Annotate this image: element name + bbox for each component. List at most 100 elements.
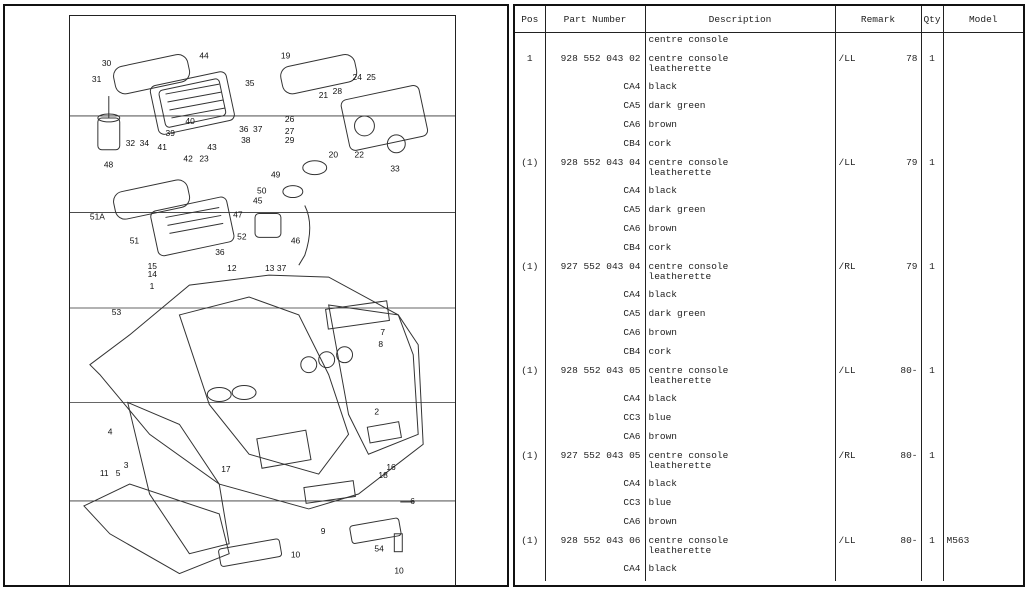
callout: 6 <box>410 496 415 506</box>
cell-part-number: CA5 <box>545 307 646 326</box>
callout: 50 <box>257 186 267 196</box>
cell-qty: 1 <box>921 260 944 288</box>
cell-part-number: CB4 <box>545 137 646 156</box>
callout: 10 <box>394 566 404 576</box>
cell-model <box>943 137 1023 156</box>
cell-qty <box>921 203 944 222</box>
cell-qty <box>921 222 944 241</box>
cell-part-number: CA6 <box>545 118 646 137</box>
callout: 47 <box>233 209 243 219</box>
callout: 3 <box>124 460 129 470</box>
cell-model <box>943 156 1023 184</box>
cell-part-number: CC3 <box>545 496 646 515</box>
cell-pos <box>515 80 546 99</box>
cell-remark <box>835 241 922 260</box>
callout: 11 <box>100 468 109 478</box>
cell-part-number: CA4 <box>545 392 646 411</box>
cell-description: dark green <box>645 99 836 118</box>
cell-pos <box>515 411 546 430</box>
remark-year: 78 <box>906 53 918 64</box>
callout: 36 <box>239 124 249 134</box>
description-line: centre console <box>648 34 729 45</box>
cell-model <box>943 80 1023 99</box>
cell-part-number: CA6 <box>545 326 646 345</box>
cell-remark <box>835 477 922 496</box>
parts-table: Pos Part Number Description Remark Qty M… <box>515 6 1023 581</box>
cell-model <box>943 288 1023 307</box>
cell-part-number: 928 552 043 04 <box>545 156 646 184</box>
callout: 33 <box>390 164 400 174</box>
callout: 20 <box>329 150 339 160</box>
header-part-number: Part Number <box>545 6 646 33</box>
cell-description: centre console <box>645 32 836 52</box>
cell-pos <box>515 430 546 449</box>
cell-pos: (1) <box>515 534 546 562</box>
cell-qty <box>921 392 944 411</box>
header-remark: Remark <box>835 6 922 33</box>
cell-part-number: CA4 <box>545 80 646 99</box>
description-line: blue <box>648 497 672 508</box>
callout: 51A <box>90 211 105 221</box>
cell-qty <box>921 137 944 156</box>
cell-description: cork <box>645 345 836 364</box>
cell-qty: 1 <box>921 449 944 477</box>
cell-qty <box>921 99 944 118</box>
cell-pos <box>515 477 546 496</box>
callout: 40 <box>185 116 195 126</box>
callout: 7 <box>380 327 385 337</box>
description-line: dark green <box>648 308 706 319</box>
callout: 35 <box>245 78 255 88</box>
cell-qty: 1 <box>921 534 944 562</box>
callout: 8 <box>378 339 383 349</box>
callout: 24 <box>353 72 363 82</box>
cell-model <box>943 203 1023 222</box>
callout: 51 <box>130 235 140 245</box>
cell-pos <box>515 99 546 118</box>
cell-model <box>943 392 1023 411</box>
callout: 36 <box>215 247 225 257</box>
cell-pos: (1) <box>515 156 546 184</box>
description-line: leatherette <box>648 270 712 282</box>
cell-part-number <box>545 32 646 52</box>
cell-pos: 1 <box>515 52 546 80</box>
description-line: black <box>648 289 678 300</box>
cell-part-number: CB4 <box>545 241 646 260</box>
callout: 46 <box>291 235 301 245</box>
cell-model <box>943 307 1023 326</box>
cell-description: black <box>645 392 836 411</box>
cell-description: brown <box>645 118 836 137</box>
cell-description: black <box>645 562 836 581</box>
cell-qty: 1 <box>921 156 944 184</box>
cell-remark <box>835 430 922 449</box>
callout: 44 <box>199 50 209 60</box>
cell-description: cork <box>645 241 836 260</box>
callout: 27 <box>285 126 295 136</box>
cell-remark <box>835 345 922 364</box>
cell-qty <box>921 411 944 430</box>
callout: 2 <box>374 406 379 416</box>
description-line: cork <box>648 138 672 149</box>
cell-qty <box>921 241 944 260</box>
cell-remark <box>835 411 922 430</box>
cell-qty <box>921 118 944 137</box>
cell-model <box>943 449 1023 477</box>
cell-pos <box>515 288 546 307</box>
cell-remark <box>835 288 922 307</box>
cell-pos <box>515 515 546 534</box>
callout: 10 <box>291 550 301 560</box>
header-model: Model <box>943 6 1023 33</box>
cell-description: brown <box>645 430 836 449</box>
